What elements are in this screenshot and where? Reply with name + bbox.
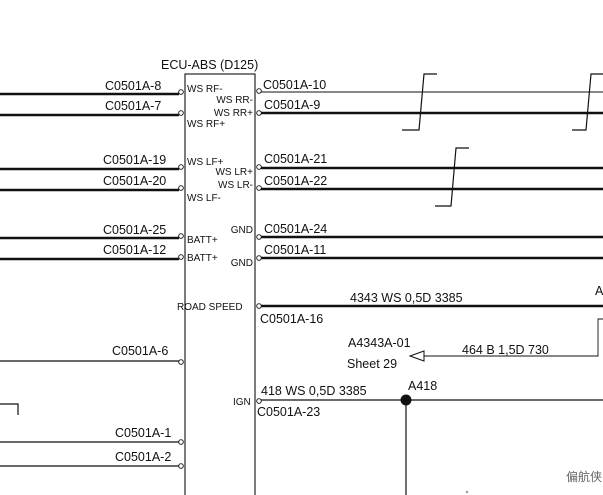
connector-label: C0501A-11 xyxy=(264,243,326,257)
pin-marker xyxy=(256,185,262,191)
road-speed-wire-label: 4343 WS 0,5D 3385 xyxy=(350,291,463,305)
connector-label: C0501A-7 xyxy=(105,99,161,113)
pin-label: GND xyxy=(231,225,253,236)
left-connector-labels: C0501A-8 C0501A-7 C0501A-19 C0501A-20 C0… xyxy=(103,79,171,464)
connector-label: C0501A-21 xyxy=(264,152,327,166)
right-wire-group xyxy=(261,91,603,401)
pin-label: ROAD SPEED xyxy=(177,302,243,313)
twisted-pair-symbols xyxy=(402,73,603,207)
right-pin-markers xyxy=(256,88,262,404)
pin-label: BATT+ xyxy=(187,235,218,246)
pin-marker xyxy=(178,89,184,95)
pin-label: WS LF+ xyxy=(187,157,224,168)
connector-label: C0501A-8 xyxy=(105,79,161,93)
pin-label: IGN xyxy=(233,397,251,408)
ign-connector-label: C0501A-23 xyxy=(257,405,320,419)
connector-label: C0501A-19 xyxy=(103,153,166,167)
right-pin-labels: WS RR- WS RR+ WS LR+ WS LR- GND GND xyxy=(214,95,253,269)
pin-label: BATT+ xyxy=(187,253,218,264)
watermark-dot xyxy=(465,490,469,494)
connector-label: C0501A-22 xyxy=(264,174,327,188)
ecu-abs-module-box xyxy=(184,73,256,495)
pin-label: WS LF- xyxy=(187,193,221,204)
reference-splice-label: A4343A-01 xyxy=(348,336,411,350)
pin-marker xyxy=(256,398,262,404)
pin-marker xyxy=(178,359,184,365)
connector-label: C0501A-6 xyxy=(112,344,168,358)
module-title: ECU-ABS (D125) xyxy=(161,58,258,72)
connector-label: C0501A-2 xyxy=(115,450,171,464)
pin-label: WS LR+ xyxy=(215,167,253,178)
pin-marker xyxy=(256,303,262,309)
right-connector-labels: C0501A-10 C0501A-9 C0501A-21 C0501A-22 C… xyxy=(263,78,327,257)
pin-marker xyxy=(178,164,184,170)
pin-label: GND xyxy=(231,258,253,269)
ign-wire-label: 418 WS 0,5D 3385 xyxy=(261,384,367,398)
pin-label: WS RR+ xyxy=(214,108,253,119)
pin-label: WS RF- xyxy=(187,84,223,95)
twist-break-symbol xyxy=(402,73,437,131)
pin-marker xyxy=(256,88,262,94)
pin-marker xyxy=(256,110,262,116)
wire-stub-left xyxy=(0,403,19,415)
pin-marker xyxy=(178,463,184,469)
road-speed-connector-label: C0501A-16 xyxy=(260,312,323,326)
reference-sheet-label: Sheet 29 xyxy=(347,357,397,371)
left-pin-labels: WS RF- WS RF+ WS LF+ WS LF- BATT+ BATT+ … xyxy=(177,84,251,408)
connector-label: C0501A-10 xyxy=(263,78,326,92)
twist-break-symbol xyxy=(572,73,603,131)
watermark-text: 偏航侠 xyxy=(566,469,602,484)
reference-wire-label: 464 B 1,5D 730 xyxy=(462,343,549,357)
pin-marker xyxy=(256,255,262,261)
pin-marker xyxy=(178,110,184,116)
pin-marker xyxy=(256,164,262,170)
reference-wire xyxy=(420,318,603,357)
pin-marker xyxy=(256,234,262,240)
connector-label: C0501A-12 xyxy=(103,243,166,257)
ign-splice-node xyxy=(400,394,412,406)
reference-arrow xyxy=(408,350,425,362)
ign-splice-label: A418 xyxy=(408,379,437,393)
pin-label: WS RF+ xyxy=(187,119,225,130)
pin-marker xyxy=(178,439,184,445)
connector-label: C0501A-9 xyxy=(264,98,320,112)
connector-label: C0501A-25 xyxy=(103,223,166,237)
offpage-reference-a: A xyxy=(595,284,603,298)
pin-marker xyxy=(178,254,184,260)
left-wire-group xyxy=(0,92,179,467)
pin-marker xyxy=(178,185,184,191)
pin-label: WS RR- xyxy=(216,95,253,106)
pin-label: WS LR- xyxy=(218,180,253,191)
connector-label: C0501A-20 xyxy=(103,174,166,188)
twist-break-symbol xyxy=(435,147,469,207)
left-pin-markers xyxy=(178,89,184,469)
connector-label: C0501A-1 xyxy=(115,426,171,440)
connector-label: C0501A-24 xyxy=(264,222,327,236)
pin-marker xyxy=(178,233,184,239)
